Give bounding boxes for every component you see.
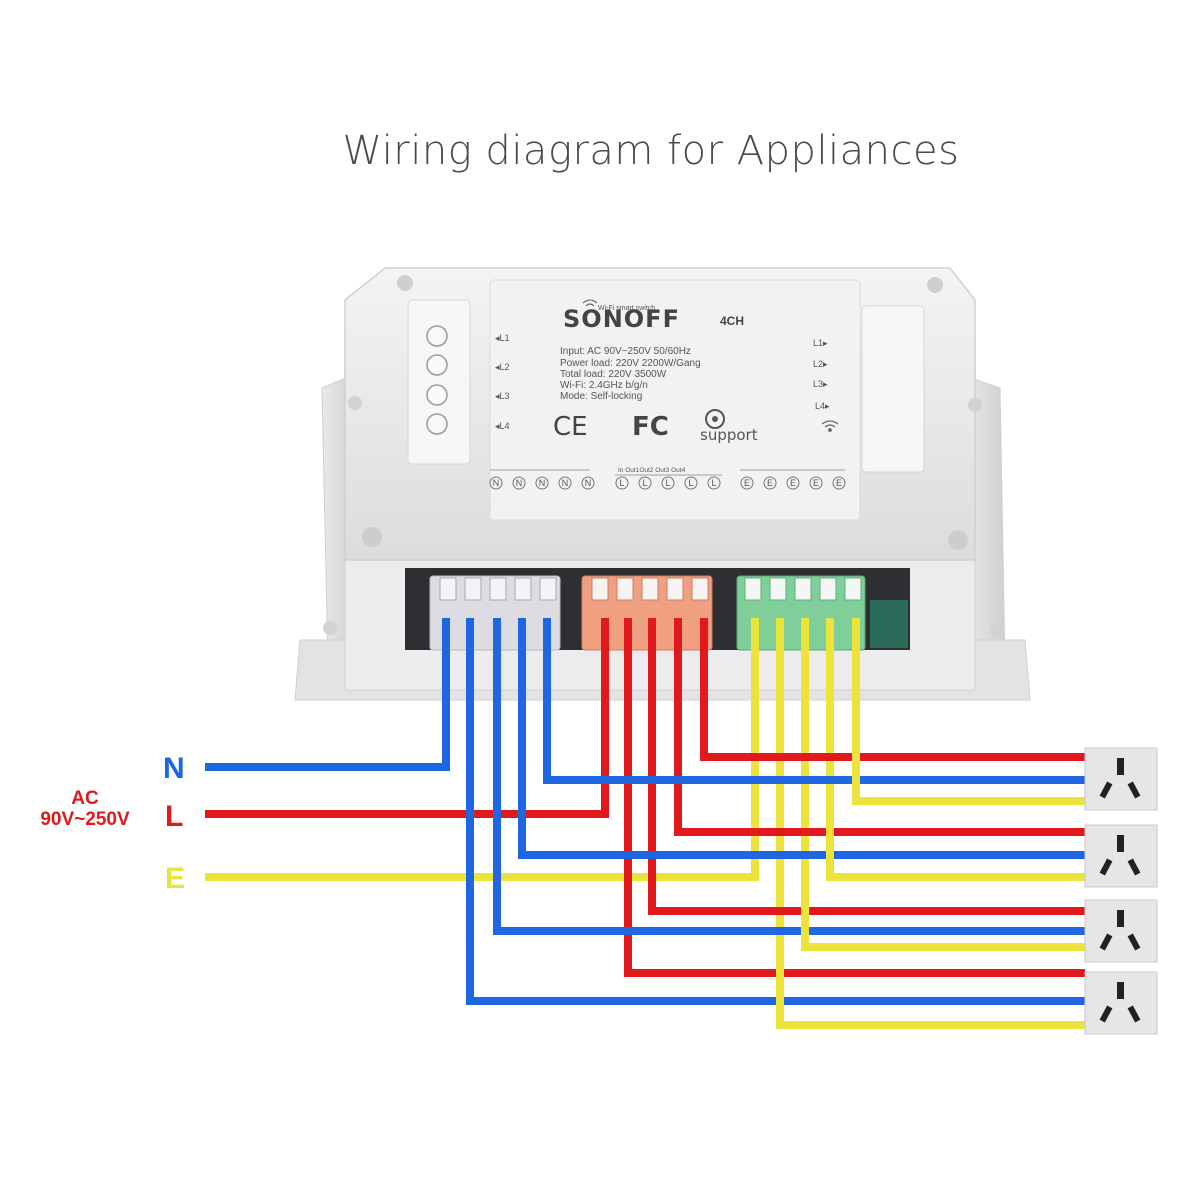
svg-text:E: E xyxy=(813,478,819,488)
svg-text:E: E xyxy=(767,478,773,488)
earth-wire-outlet-2 xyxy=(826,618,1085,881)
live-wire-outlet-4 xyxy=(624,618,1085,977)
outlet-icon xyxy=(1084,824,1158,888)
earth-wire-outlet-1 xyxy=(852,618,1085,805)
svg-text:N: N xyxy=(562,478,569,488)
svg-text:N: N xyxy=(516,478,523,488)
svg-text:L: L xyxy=(688,478,693,488)
neutral-label: N xyxy=(163,752,185,785)
svg-text:E: E xyxy=(744,478,750,488)
device-subtitle: Wi-Fi smart switch xyxy=(598,305,655,312)
earth-wire-outlet-3 xyxy=(801,618,1085,951)
svg-text:L: L xyxy=(619,478,624,488)
svg-text:L: L xyxy=(642,478,647,488)
live-wire-outlet-2 xyxy=(674,618,1085,836)
voltage-label: 90V~250V xyxy=(40,809,130,830)
outlet-icon xyxy=(1084,899,1158,963)
outlet-icon xyxy=(1084,747,1158,811)
support-icon xyxy=(705,409,725,429)
led-label-left-3: ◂L3 xyxy=(495,391,510,401)
output-header: In Out1Out2 Out3 Out4 xyxy=(618,467,686,474)
neutral-wire-outlet-4 xyxy=(466,618,1085,1005)
wifi-signal-icon xyxy=(582,299,598,307)
live-wire-outlet-3 xyxy=(648,618,1085,915)
live-wire-outlet-1 xyxy=(700,618,1085,761)
spec-line-2: Power load: 220V 2200W/Gang xyxy=(560,358,701,369)
spec-line-1: Input: AC 90V~250V 50/60Hz xyxy=(560,346,691,357)
svg-text:N: N xyxy=(585,478,592,488)
live-terminal-labels: L L L L L xyxy=(615,476,721,490)
led-label-right-3: L3▸ xyxy=(813,379,828,389)
led-label-right-2: L2▸ xyxy=(813,359,828,369)
led-label-left-4: ◂L4 xyxy=(495,421,510,431)
neutral-wire-outlet-1 xyxy=(543,618,1085,784)
outlet-icon xyxy=(1084,971,1158,1035)
live-label: L xyxy=(165,800,183,833)
spec-line-4: Wi-Fi: 2.4GHz b/g/n xyxy=(560,380,648,391)
svg-text:L: L xyxy=(711,478,716,488)
svg-text:E: E xyxy=(836,478,842,488)
relay-buttons xyxy=(426,325,448,435)
wifi-icon xyxy=(821,420,839,432)
outlets xyxy=(1084,747,1158,1035)
brand-logo: SONOFF xyxy=(563,305,680,333)
fc-mark: FC xyxy=(632,412,669,442)
neutral-terminal-block xyxy=(429,575,561,651)
led-label-left-2: ◂L2 xyxy=(495,362,510,372)
led-label-right-4: L4▸ xyxy=(815,401,830,411)
neutral-terminal-labels: N N N N N xyxy=(489,476,595,490)
spec-line-3: Total load: 220V 3500W xyxy=(560,369,667,380)
led-label-left-1: ◂L1 xyxy=(495,333,510,343)
ce-mark: CE xyxy=(553,412,588,442)
neutral-wire-outlet-2 xyxy=(518,618,1085,859)
led-label-right-1: L1▸ xyxy=(813,338,828,348)
diagram-title: Wiring diagram for Appliances xyxy=(342,128,960,174)
live-supply-wire xyxy=(205,618,609,818)
earth-terminal-labels: E E E E E xyxy=(740,476,846,490)
device-model: 4CH xyxy=(720,314,744,328)
neutral-supply-wire xyxy=(205,618,450,771)
ac-label: AC xyxy=(71,788,99,809)
support-label: support xyxy=(700,426,758,444)
earth-label: E xyxy=(165,862,185,895)
svg-text:L: L xyxy=(665,478,670,488)
spec-line-5: Mode: Self-locking xyxy=(560,391,642,402)
svg-text:N: N xyxy=(539,478,546,488)
svg-text:E: E xyxy=(790,478,796,488)
sonoff-device: ◂L1 ◂L2 ◂L3 ◂L4 L1▸ L2▸ L3▸ L4▸ Wi-Fi sm… xyxy=(294,267,1031,701)
neutral-wire-outlet-3 xyxy=(493,618,1085,935)
earth-supply-wire xyxy=(205,618,759,881)
svg-text:N: N xyxy=(493,478,500,488)
